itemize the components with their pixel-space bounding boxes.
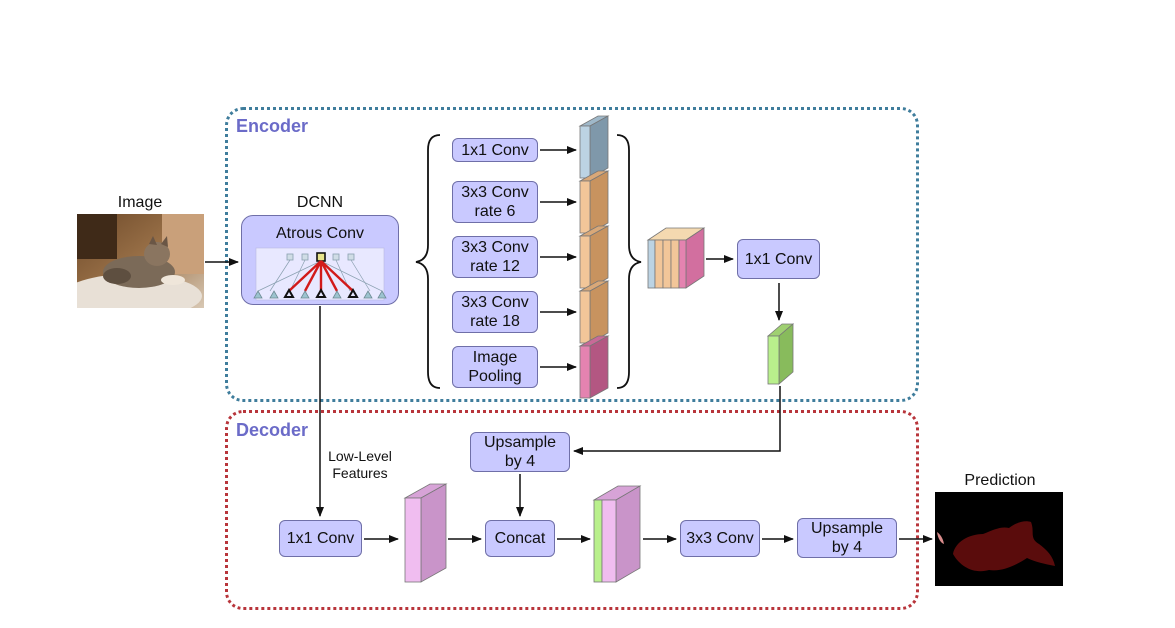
right-brace: [616, 134, 642, 389]
aspp-pooling-line1: Image: [472, 349, 518, 366]
upsample-top-line1: Upsample: [483, 434, 557, 451]
upsample-by-4-top[interactable]: Upsample by 4: [470, 432, 570, 472]
aspp-pooling-line2: Pooling: [468, 368, 522, 385]
low-level-line1: Low-Level: [328, 448, 392, 464]
upsample-out-line1: Upsample: [810, 520, 884, 537]
aspp-image-pooling[interactable]: Image Pooling: [452, 346, 538, 388]
aspp-feature-blue: [578, 115, 610, 179]
aspp-3x3-conv-rate12[interactable]: 3x3 Conv rate 12: [452, 236, 538, 278]
prediction-mask: [935, 492, 1063, 586]
prediction-label: Prediction: [964, 472, 1036, 489]
aspp-feature-orange-3: [578, 280, 610, 344]
upsample-top-line2: by 4: [504, 453, 536, 470]
left-brace: [415, 134, 441, 389]
aspp-rate6-line1: 3x3 Conv: [461, 184, 529, 201]
concat-block[interactable]: Concat: [485, 520, 555, 557]
decoder-1x1-conv[interactable]: 1x1 Conv: [279, 520, 362, 557]
input-image-label: Image: [117, 194, 163, 211]
decoder-3x3-conv-label: 3x3 Conv: [686, 530, 754, 547]
upsample-out-line2: by 4: [831, 539, 863, 556]
encoder-1x1-conv-label: 1x1 Conv: [744, 250, 813, 268]
concat-label: Concat: [494, 530, 546, 547]
aspp-1x1-conv-label: 1x1 Conv: [461, 141, 529, 159]
low-level-feature-map: [403, 483, 448, 583]
upsample-by-4-out[interactable]: Upsample by 4: [797, 518, 897, 558]
atrous-conv-label: Atrous Conv: [275, 225, 365, 242]
encoder-concat-features: [646, 227, 706, 289]
aspp-feature-pink: [578, 335, 610, 399]
aspp-rate18-line2: rate 18: [470, 313, 520, 330]
aspp-rate18-line1: 3x3 Conv: [461, 294, 529, 311]
encoder-title: Encoder: [236, 116, 309, 136]
aspp-1x1-conv[interactable]: 1x1 Conv: [452, 138, 538, 162]
decoder-1x1-conv-label: 1x1 Conv: [286, 530, 355, 547]
aspp-feature-orange-2: [578, 225, 610, 289]
input-image: [77, 214, 204, 308]
aspp-feature-orange-1: [578, 170, 610, 234]
low-level-features-label: Low-Level Features: [320, 448, 400, 482]
dcnn-label: DCNN: [296, 194, 344, 211]
encoder-region: [225, 107, 919, 402]
encoder-output-feature: [766, 323, 795, 385]
aspp-rate6-line2: rate 6: [474, 203, 516, 220]
decoder-3x3-conv[interactable]: 3x3 Conv: [680, 520, 760, 557]
aspp-3x3-conv-rate6[interactable]: 3x3 Conv rate 6: [452, 181, 538, 223]
decoder-title: Decoder: [236, 420, 309, 440]
concat-feature-map: [592, 485, 642, 583]
aspp-rate12-line2: rate 12: [470, 258, 520, 275]
low-level-line2: Features: [332, 465, 388, 481]
encoder-1x1-conv[interactable]: 1x1 Conv: [737, 239, 820, 279]
aspp-rate12-line1: 3x3 Conv: [461, 239, 529, 256]
decoder-region: [225, 410, 919, 610]
aspp-3x3-conv-rate18[interactable]: 3x3 Conv rate 18: [452, 291, 538, 333]
